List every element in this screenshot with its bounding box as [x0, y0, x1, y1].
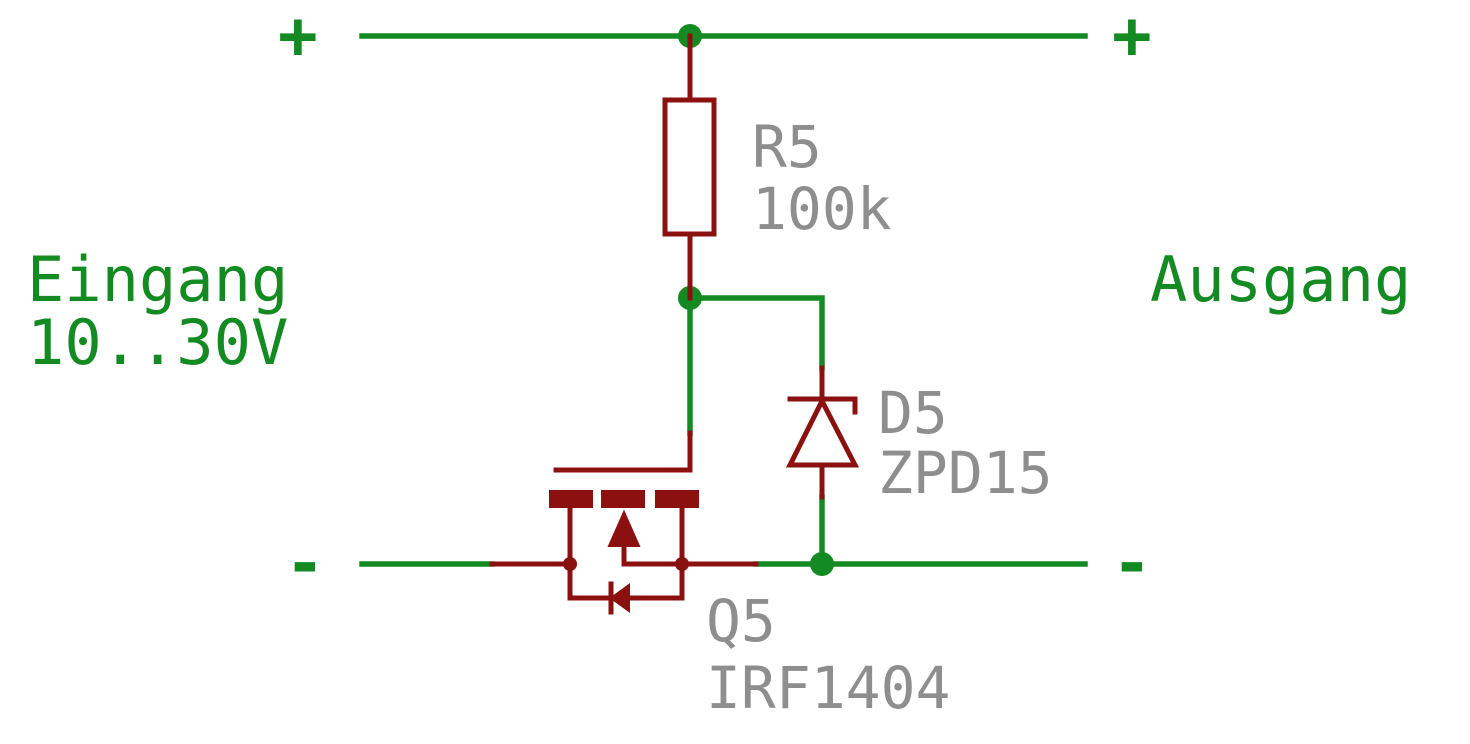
zener-cathode-wire: [687, 295, 825, 371]
net-wires: [359, 24, 1088, 576]
input-label: Eingang: [27, 243, 288, 316]
r5-value-label: 100k: [752, 175, 892, 243]
d5-name-label: D5: [878, 379, 948, 447]
d5-value-label: ZPD15: [878, 439, 1053, 507]
input-voltage-range: 10..30V: [27, 306, 288, 379]
junction-negative: [810, 552, 834, 576]
q5-dot-right: [675, 557, 689, 571]
resistor-r5: [662, 33, 717, 301]
d5-triangle: [785, 395, 860, 468]
plus-terminal-left: +: [278, 0, 318, 74]
q5-value-label: IRF1404: [706, 654, 950, 722]
output-label: Ausgang: [1150, 243, 1411, 316]
q5-substrate-arrow: [607, 509, 641, 547]
minus-terminal-left: -: [285, 525, 325, 602]
q5-substrate-lead: [621, 543, 685, 567]
mosfet-q5: [489, 430, 759, 615]
zener-diode-d5: [785, 365, 860, 500]
r5-body: [662, 97, 717, 237]
d5-cathode-bar: [787, 396, 858, 415]
minus-terminal-right: -: [1112, 525, 1152, 602]
r5-name-label: R5: [752, 113, 822, 181]
q5-channel-segment-3: [655, 490, 699, 508]
q5-dot-left: [563, 557, 577, 571]
q5-body-diode-triangle: [609, 583, 630, 613]
q5-name-label: Q5: [706, 587, 776, 655]
q5-channel-segment-2: [601, 490, 645, 508]
plus-terminal-right: +: [1112, 0, 1152, 74]
